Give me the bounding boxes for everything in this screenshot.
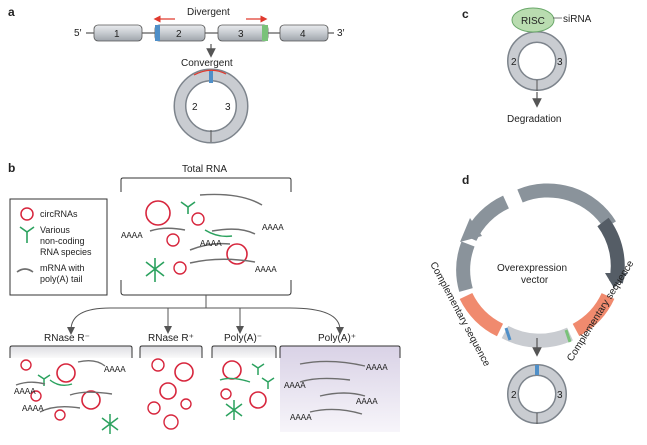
- circrna-d-label-left: 2: [511, 390, 517, 401]
- tube-rnase-r-minus-label: RNase R⁻: [44, 333, 90, 344]
- complementary-left-block: [459, 292, 504, 337]
- legend-ncrna-3: RNA species: [40, 247, 92, 257]
- vector-dark-arrowhead: [605, 273, 628, 288]
- total-rna-content: AAAA AAAA AAAA AAAA: [121, 193, 284, 282]
- circrna-a-label-right: 3: [225, 102, 231, 113]
- tube1-polya-1: AAAA: [104, 365, 126, 375]
- convergent-arrows: [193, 69, 227, 76]
- fanout-arrows: [67, 295, 344, 335]
- exon-3: 3: [217, 24, 269, 42]
- legend-circrna-icon: [20, 207, 34, 221]
- circrna-c: 2 3: [507, 31, 567, 91]
- tube-polya-plus: Poly(A)⁺ AAAA AAAA AAAA AAAA: [279, 333, 401, 432]
- sirna-label: siRNA: [563, 14, 592, 25]
- panel-d: d Overexpression vector Complementary se…: [427, 173, 637, 424]
- circrna-a-junction: [209, 71, 213, 83]
- exon-3-junction: [262, 25, 268, 41]
- exon-2-label: 2: [176, 29, 182, 40]
- total-polya-2: AAAA: [121, 231, 143, 241]
- three-prime-label: 3′: [337, 28, 345, 39]
- degradation-label: Degradation: [507, 114, 561, 125]
- exon-1-label: 1: [114, 29, 120, 40]
- exon-4-label: 4: [300, 29, 306, 40]
- vector-label-line1: Overexpression: [497, 263, 567, 274]
- vector-left-arrowhead: [460, 218, 482, 242]
- exon-2-junction: [155, 25, 160, 41]
- circrna-d-label-right: 3: [557, 390, 563, 401]
- legend-ncrna-icon: [19, 226, 35, 243]
- risc-label: RISC: [521, 16, 545, 27]
- vector-top-arc: [517, 183, 616, 229]
- panel-b-letter: b: [8, 161, 15, 175]
- total-rna-bracket-bottom: [120, 280, 292, 296]
- tube4-polya-4: AAAA: [290, 413, 312, 423]
- five-prime-label: 5′: [74, 28, 82, 39]
- tube-rnase-r-minus: RNase R⁻ AAAA AAAA AAAA: [9, 333, 133, 434]
- vector-label-line2: vector: [521, 275, 549, 286]
- tube-rnase-r-plus: RNase R⁺: [139, 333, 203, 430]
- panel-a-letter: a: [8, 5, 15, 19]
- tube1-polya-2: AAAA: [14, 387, 36, 397]
- tube4-polya-1: AAAA: [366, 363, 388, 373]
- circrna-d: 2 3: [507, 364, 567, 424]
- tube-polya-plus-label: Poly(A)⁺: [318, 333, 356, 344]
- exon-2: 2: [154, 24, 206, 42]
- panel-b: b circRNAs Various non-coding RNA specie…: [8, 161, 401, 434]
- tube4-polya-3: AAAA: [356, 397, 378, 407]
- tube1-polya-3: AAAA: [22, 404, 44, 414]
- total-rna-bracket-top: [120, 177, 292, 192]
- circrna-c-label-right: 3: [557, 57, 563, 68]
- convergent-label: Convergent: [181, 58, 233, 69]
- tube-polya-plus-fill: [280, 346, 400, 432]
- legend-circrnas: circRNAs: [40, 209, 78, 219]
- circrna-a-label-left: 2: [192, 102, 198, 113]
- tube-polya-minus: Poly(A)⁻: [211, 333, 277, 420]
- comp-seq-right-label: Complementary sequence: [565, 258, 636, 363]
- exon-4: 4: [279, 24, 329, 42]
- complementary-right-block: [572, 292, 615, 337]
- legend-box: [9, 198, 108, 296]
- total-rna-label: Total RNA: [182, 164, 227, 175]
- panel-c: c 2 3 RISC siRNA Degradation: [462, 7, 592, 125]
- tube-polya-minus-label: Poly(A)⁻: [224, 333, 262, 344]
- circrna-c-label-left: 2: [511, 57, 517, 68]
- exon-1: 1: [93, 24, 143, 42]
- legend-mrna-icon: [16, 268, 34, 273]
- total-polya-4: AAAA: [255, 265, 277, 275]
- legend: circRNAs Various non-coding RNA species …: [9, 198, 108, 296]
- legend-ncrna-1: Various: [40, 225, 70, 235]
- exon-3-label: 3: [238, 29, 244, 40]
- legend-mrna-2: poly(A) tail: [40, 274, 83, 284]
- tube4-polya-2: AAAA: [284, 381, 306, 391]
- legend-mrna-1: mRNA with: [40, 263, 85, 273]
- panel-a: a 5′ 3′ 1 2 3 4 Divergent Convergent: [8, 5, 345, 144]
- total-polya-3: AAAA: [200, 239, 222, 249]
- panel-c-letter: c: [462, 7, 469, 21]
- legend-ncrna-2: non-coding: [40, 236, 85, 246]
- tube-rnase-r-plus-label: RNase R⁺: [148, 333, 194, 344]
- risc-complex: [511, 7, 555, 33]
- divergent-label: Divergent: [187, 7, 230, 18]
- panel-d-letter: d: [462, 173, 469, 187]
- circrna-a: 2 3: [173, 68, 249, 144]
- total-polya-1: AAAA: [262, 223, 284, 233]
